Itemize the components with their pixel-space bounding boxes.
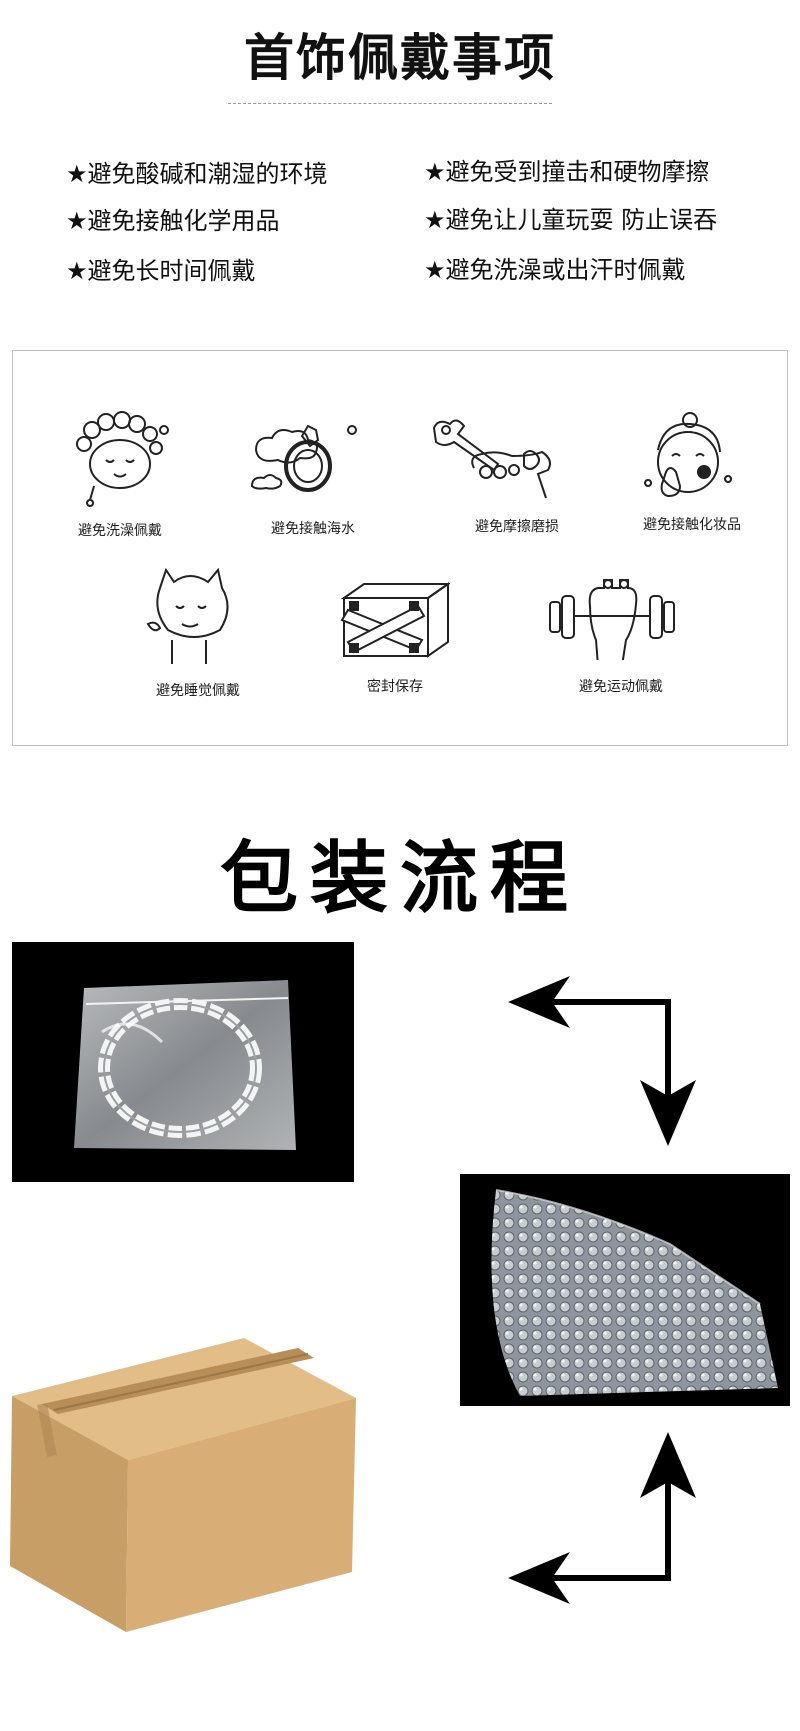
icon-caption: 避免接触海水	[271, 521, 355, 537]
dumbbell-hand-icon	[549, 579, 675, 660]
icon-caption: 避免运动佩戴	[579, 679, 663, 695]
sleeping-girl-icon	[146, 567, 229, 664]
care-tip: ★避免长时间佩戴	[66, 257, 256, 285]
care-tip: ★避免让儿童玩耍 防止误吞	[424, 206, 718, 234]
bubble-wrap-photo	[460, 1174, 790, 1406]
flow-arrow-left-down	[508, 976, 696, 1146]
icon-caption: 避免睡觉佩戴	[156, 683, 240, 699]
care-tip: ★避免酸碱和潮湿的环境	[66, 160, 328, 188]
flow-arrow-up-left	[508, 1432, 696, 1604]
ring-in-water-icon	[250, 424, 357, 492]
makeup-girl-icon	[644, 412, 733, 498]
hand-wrench-icon	[432, 419, 551, 499]
care-tip: ★避免接触化学用品	[66, 207, 280, 235]
title-divider	[228, 103, 552, 104]
icon-caption: 避免摩擦磨损	[475, 519, 559, 535]
cardboard-box-photo	[8, 1336, 360, 1636]
sealed-crate-icon	[340, 582, 450, 658]
icon-caption: 避免接触化妆品	[643, 517, 741, 533]
care-icons-panel	[12, 350, 788, 746]
bagged-bracelet-photo	[12, 942, 354, 1182]
care-tip: ★避免受到撞击和硬物摩擦	[424, 158, 710, 186]
care-tip: ★避免洗澡或出汗时佩戴	[424, 256, 686, 284]
packaging-title: 包装流程	[219, 834, 580, 924]
bath-curly-hair-icon	[76, 411, 169, 507]
care-title: 首饰佩戴事项	[244, 29, 556, 87]
icon-caption: 避免洗澡佩戴	[78, 523, 162, 539]
icon-caption: 密封保存	[367, 679, 423, 695]
